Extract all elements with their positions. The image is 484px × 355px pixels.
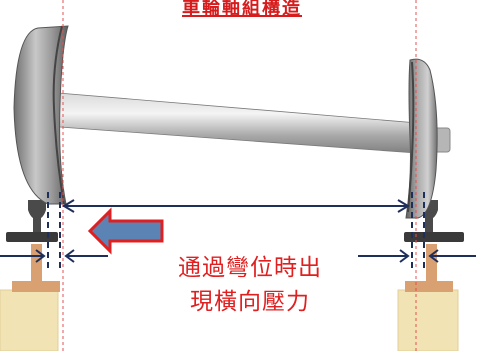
right-inward-arrows: [358, 249, 476, 263]
lateral-force-caption-line-2: 現橫向壓力: [190, 289, 310, 315]
axle: [45, 91, 431, 155]
double-arrow-icon: [62, 199, 410, 213]
left-sleeper: [0, 289, 59, 352]
left-wheel: [13, 25, 69, 205]
right-gauge-markers: [411, 192, 425, 268]
right-wheel: [405, 58, 438, 219]
diagram-title: 車輪軸組構造: [182, 0, 302, 19]
lateral-force-caption-line-1: 通過彎位時出: [178, 255, 322, 281]
right-sleeper: [397, 289, 459, 352]
left-gauge-markers: [47, 192, 61, 268]
left-rail: [6, 200, 60, 292]
left-arrow-icon: [87, 207, 164, 255]
left-inward-arrows: [0, 249, 108, 263]
